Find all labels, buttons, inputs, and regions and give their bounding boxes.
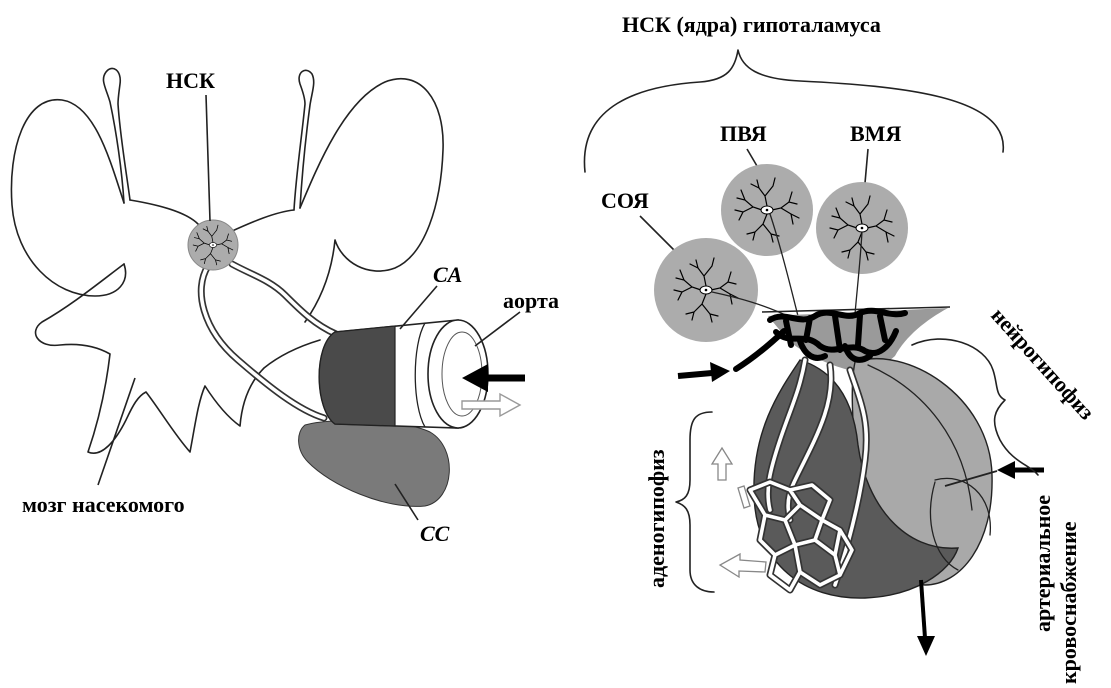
nsk-leader-line: [206, 95, 210, 221]
hypothalamus-figure: НСК (ядра) гипоталамуса ПВЯ ВМЯ СОЯ: [584, 12, 1099, 684]
insect-brain-label: мозг насекомого: [22, 492, 185, 517]
ca-band: [319, 326, 395, 426]
adenohypophysis-label: аденогипофиз: [644, 449, 669, 588]
aorta-label: аорта: [503, 288, 559, 313]
aorta-leader-line: [475, 312, 520, 346]
hormone-left-arrow: [720, 554, 766, 577]
vmya-label: ВМЯ: [850, 121, 901, 146]
insect-brain-left-lobe: [11, 100, 125, 296]
hypophyseal-artery-arrow-shaft: [678, 373, 712, 376]
cc-body: [299, 420, 450, 506]
soya-label: СОЯ: [601, 188, 649, 213]
neurohypophysis-label: нейрогипофиз: [986, 303, 1099, 425]
pvya-label: ПВЯ: [720, 121, 767, 146]
hormone-up-arrow: [712, 448, 732, 480]
vmya-leader-line: [865, 149, 868, 183]
arterial-supply-label-line2: кровоснабжение: [1056, 521, 1081, 684]
arterial-supply-label-line1: артериальное: [1030, 495, 1055, 632]
hypophyseal-artery-arrow-head: [710, 362, 730, 382]
adenohypophysis-brace: [676, 412, 714, 592]
insect-brain-right-lobe: [300, 79, 443, 322]
arterial-supply-arrow-head: [997, 461, 1015, 479]
hypophyseal-artery-vessel: [736, 331, 784, 369]
venous-outflow-arrow-shaft: [921, 580, 925, 638]
nsk-label: НСК: [166, 68, 215, 93]
cc-label: CC: [420, 521, 450, 546]
soya-leader-line: [640, 216, 676, 252]
hypothalamus-title: НСК (ядра) гипоталамуса: [622, 12, 881, 37]
pvya-leader-line: [747, 149, 757, 166]
insect-right-antenna: [294, 70, 314, 210]
insect-figure: НСК CA аорта CC мозг насекомого: [11, 68, 559, 546]
nerve-fiber-1-inner: [201, 266, 324, 418]
nuclei-brace: [584, 50, 1003, 172]
ca-label: CA: [433, 262, 462, 287]
venous-outflow-arrow-head: [917, 636, 935, 656]
